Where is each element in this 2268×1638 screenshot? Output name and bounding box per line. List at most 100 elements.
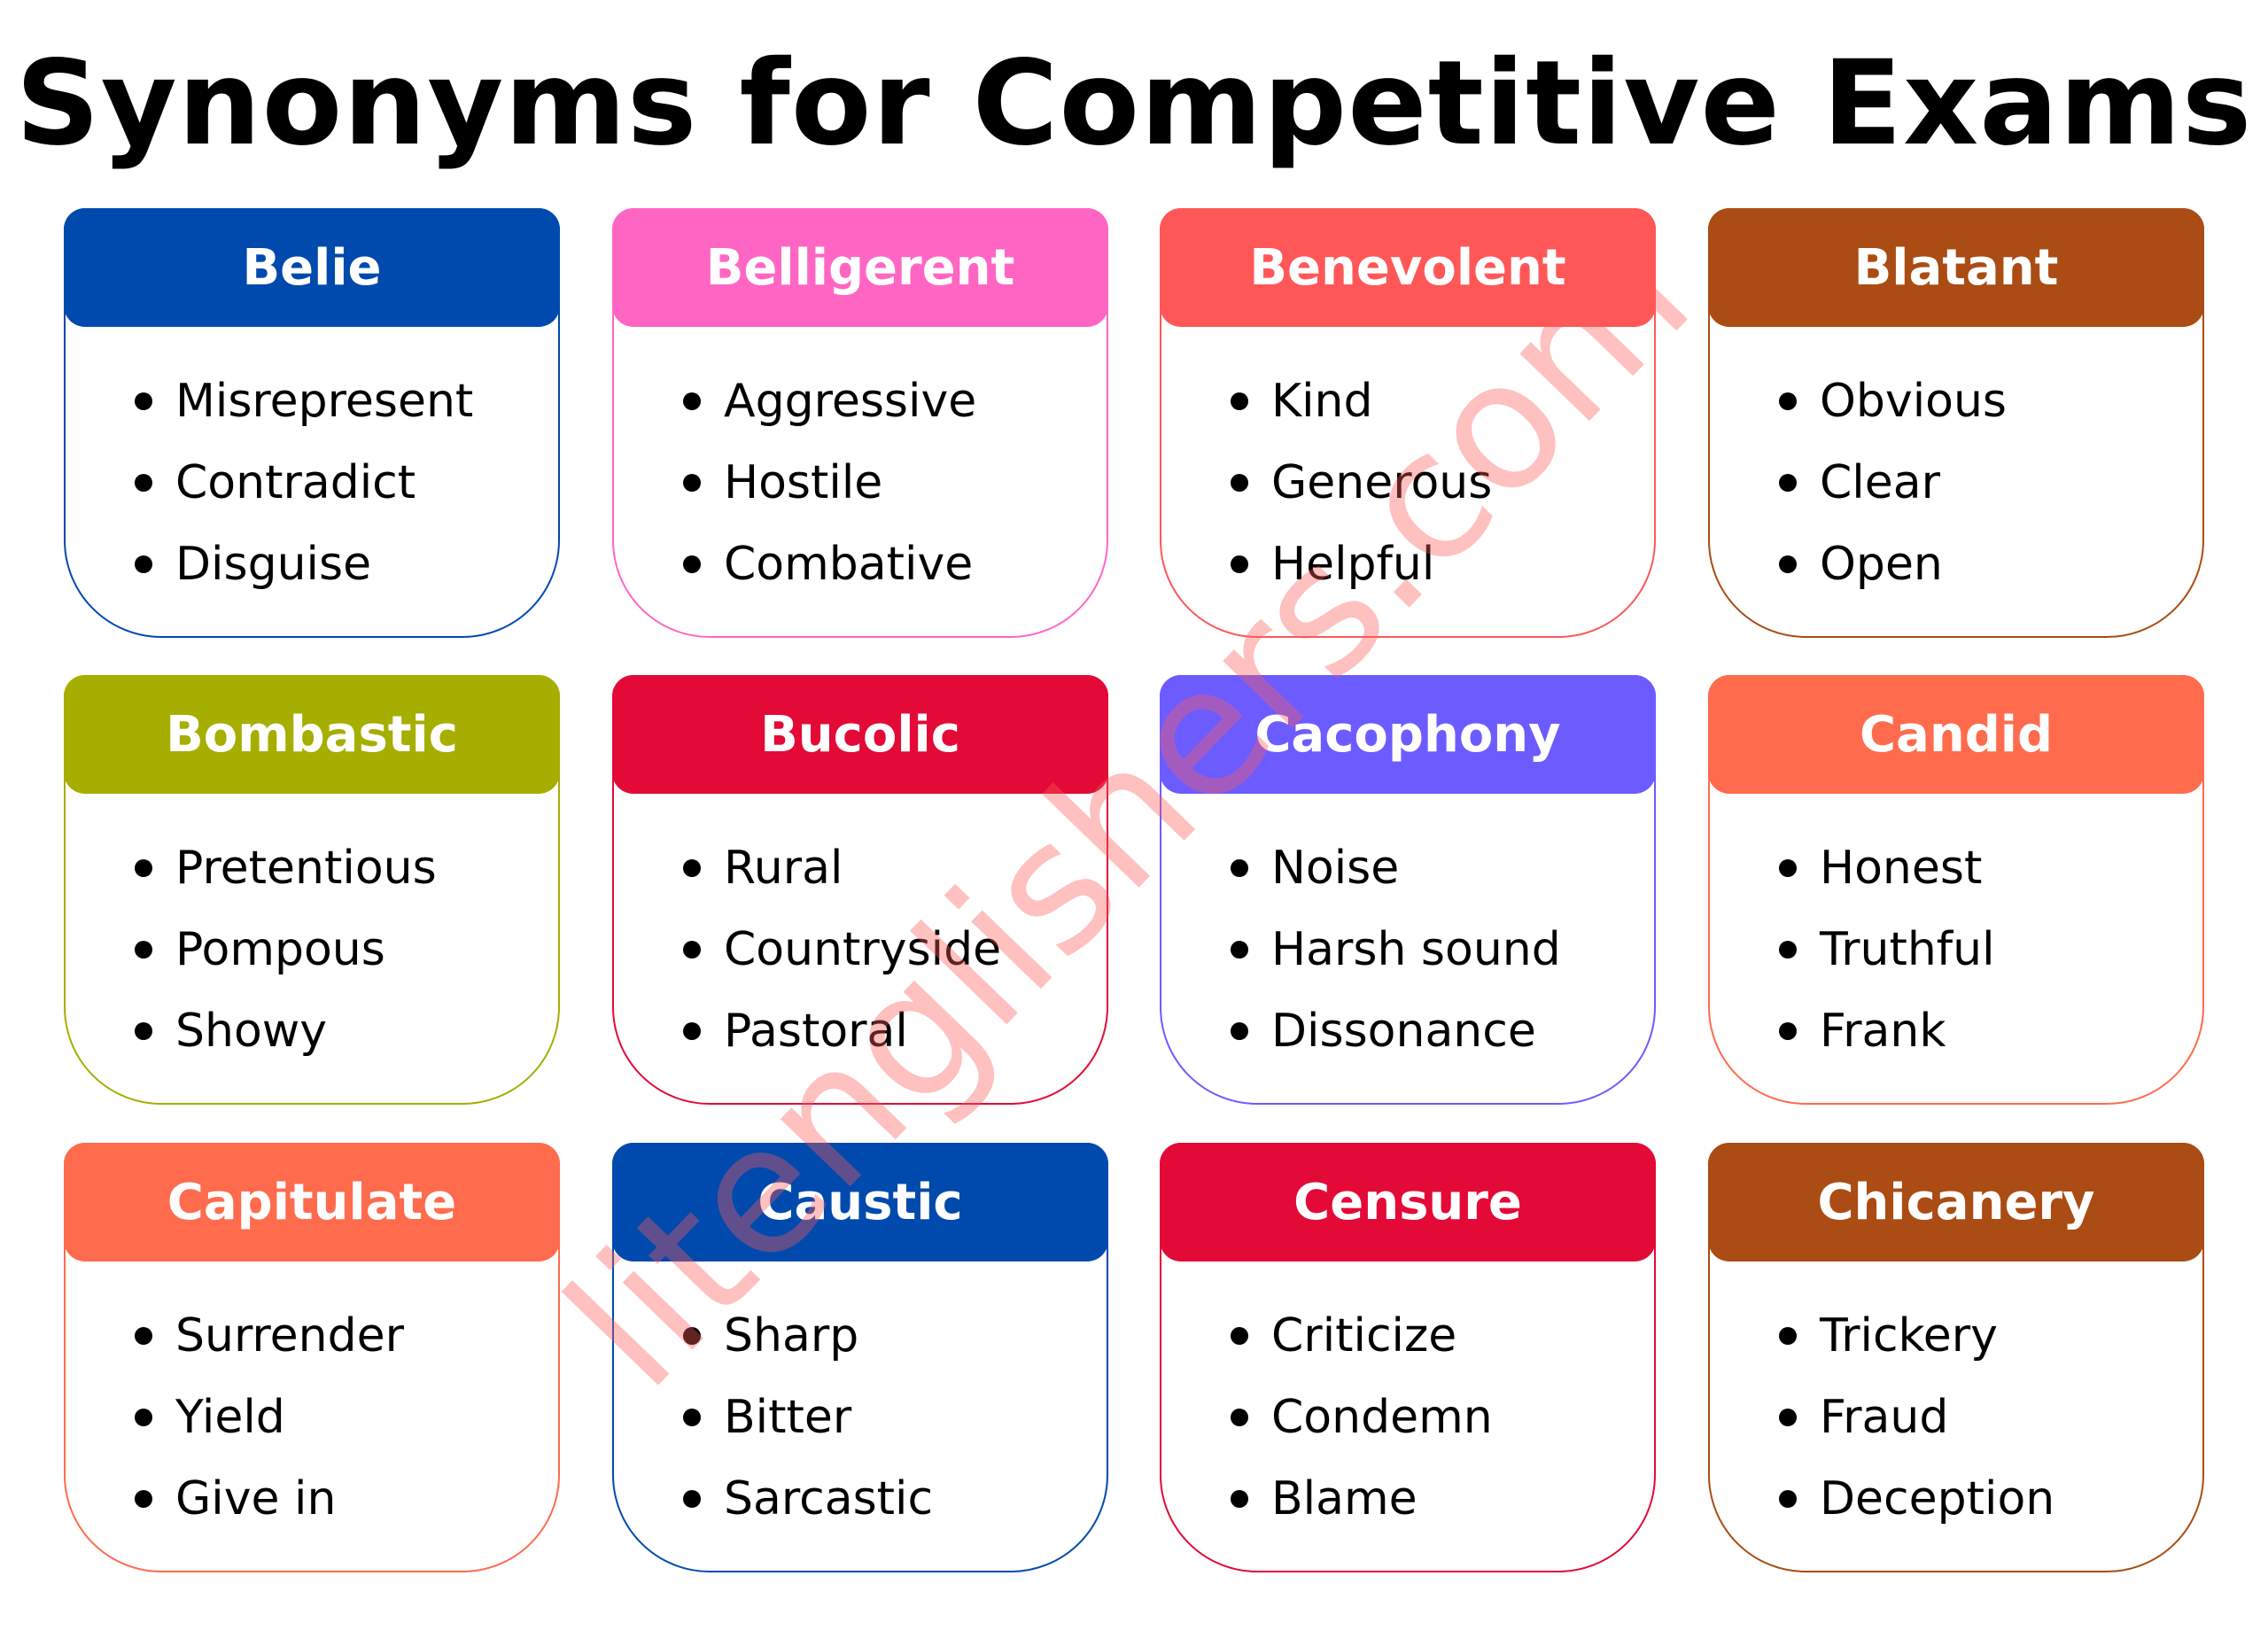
list-item: Combative: [683, 524, 976, 605]
bullet-icon: [135, 1327, 152, 1345]
list-item: Truthful: [1779, 909, 1995, 990]
synonym-text: Frank: [1820, 1005, 1946, 1058]
bullet-icon: [683, 1490, 701, 1508]
bullet-icon: [1231, 555, 1248, 573]
card-header-word: Chicanery: [1708, 1143, 2204, 1261]
synonym-text: Trickery: [1820, 1309, 1998, 1362]
card-header-word: Belie: [64, 208, 560, 327]
list-item: Sarcastic: [683, 1458, 933, 1540]
list-item: Honest: [1779, 827, 1995, 909]
list-item: Yield: [135, 1377, 404, 1458]
bullet-icon: [135, 1409, 152, 1426]
list-item: Harsh sound: [1231, 909, 1561, 990]
list-item: Blame: [1231, 1458, 1493, 1540]
synonym-text: Disguise: [175, 538, 372, 591]
card-header-word: Blatant: [1708, 208, 2204, 327]
synonym-text: Harsh sound: [1271, 923, 1561, 976]
list-item: Deception: [1779, 1458, 2054, 1540]
synonym-text: Surrender: [175, 1309, 404, 1362]
card-header-word: Censure: [1160, 1143, 1656, 1261]
synonym-text: Deception: [1820, 1472, 2055, 1525]
synonym-text: Give in: [175, 1472, 337, 1525]
synonym-text: Pastoral: [724, 1005, 908, 1058]
list-item: Kind: [1231, 361, 1492, 442]
list-item: Criticize: [1231, 1295, 1493, 1377]
list-item: Clear: [1779, 442, 2007, 524]
list-item: Pompous: [135, 909, 437, 990]
list-item: Trickery: [1779, 1295, 2054, 1377]
bullet-icon: [135, 859, 152, 877]
card-header-word: Bucolic: [612, 675, 1108, 794]
synonym-text: Fraud: [1820, 1391, 1949, 1444]
bullet-icon: [1779, 1022, 1797, 1040]
bullet-icon: [1231, 941, 1248, 959]
list-item: Helpful: [1231, 524, 1492, 605]
card-header-word: Candid: [1708, 675, 2204, 794]
bullet-icon: [135, 1490, 152, 1508]
bullet-icon: [135, 392, 152, 410]
list-item: Hostile: [683, 442, 976, 524]
list-item: Misrepresent: [135, 361, 473, 442]
synonym-text: Misrepresent: [175, 375, 474, 428]
bullet-icon: [1779, 941, 1797, 959]
synonym-text: Aggressive: [724, 375, 977, 428]
page-title: Synonyms for Competitive Exams: [15, 35, 2253, 172]
list-item: Countryside: [683, 909, 1001, 990]
synonym-text: Blame: [1271, 1472, 1418, 1525]
list-item: Fraud: [1779, 1377, 2054, 1458]
list-item: Give in: [135, 1458, 404, 1540]
bullet-icon: [683, 392, 701, 410]
synonym-text: Sarcastic: [724, 1472, 934, 1525]
bullet-icon: [1779, 1327, 1797, 1345]
bullet-icon: [683, 941, 701, 959]
list-item: Open: [1779, 524, 2007, 605]
card-header-word: Belligerent: [612, 208, 1108, 327]
synonym-text: Generous: [1271, 456, 1493, 509]
bullet-icon: [1231, 1490, 1248, 1508]
synonym-text: Kind: [1271, 375, 1373, 428]
synonym-text: Criticize: [1271, 1309, 1457, 1362]
bullet-icon: [1779, 859, 1797, 877]
bullet-icon: [1779, 555, 1797, 573]
list-item: Noise: [1231, 827, 1561, 909]
card-header-word: Capitulate: [64, 1143, 560, 1261]
bullet-icon: [135, 941, 152, 959]
list-item: Condemn: [1231, 1377, 1493, 1458]
bullet-icon: [1231, 859, 1248, 877]
list-item: Rural: [683, 827, 1001, 909]
bullet-icon: [135, 474, 152, 492]
list-item: Contradict: [135, 442, 473, 524]
synonym-text: Yield: [175, 1391, 285, 1444]
bullet-icon: [1231, 1022, 1248, 1040]
synonym-text: Countryside: [724, 923, 1002, 976]
synonym-text: Contradict: [175, 456, 416, 509]
bullet-icon: [683, 1022, 701, 1040]
bullet-icon: [1779, 474, 1797, 492]
synonym-text: Pompous: [175, 923, 385, 976]
synonym-text: Helpful: [1271, 538, 1435, 591]
list-item: Frank: [1779, 990, 1995, 1072]
synonym-text: Bitter: [724, 1391, 852, 1444]
bullet-icon: [1779, 392, 1797, 410]
card-header-word: Bombastic: [64, 675, 560, 794]
synonym-text: Truthful: [1820, 923, 1995, 976]
card-header-word: Cacophony: [1160, 675, 1656, 794]
synonym-text: Combative: [724, 538, 974, 591]
synonym-text: Pretentious: [175, 842, 437, 895]
bullet-icon: [1231, 474, 1248, 492]
